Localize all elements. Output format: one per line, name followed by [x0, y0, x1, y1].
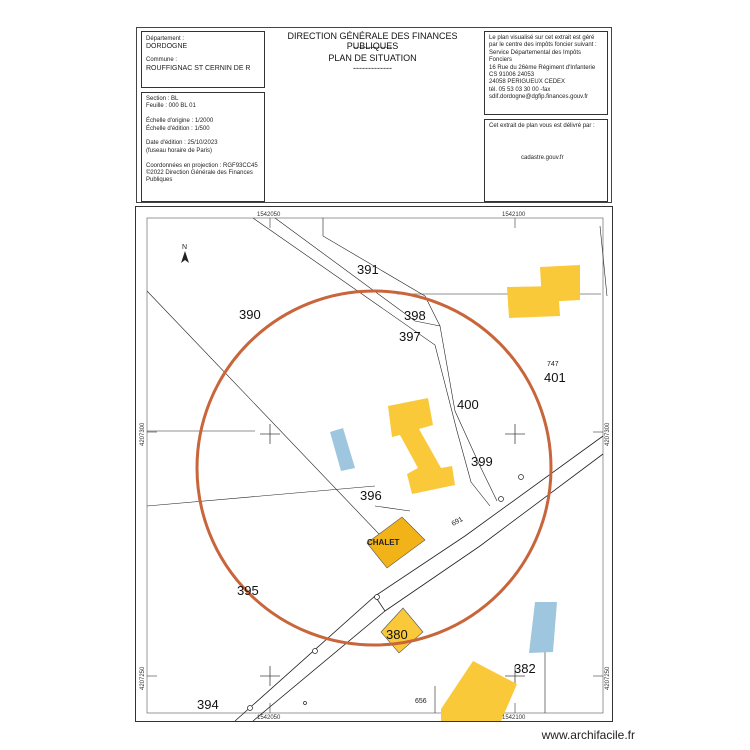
info-line: Publiques: [146, 177, 173, 184]
small-parcel-label: 747: [547, 361, 559, 368]
building-south: [380, 607, 424, 654]
parcel-boundaries: [146, 217, 608, 713]
parcel-label: 395: [237, 583, 259, 598]
north-label: N: [182, 244, 187, 251]
service-line: Service Départemental des Impôts: [489, 49, 582, 56]
service-line: par le centre des impôts foncier suivant…: [489, 42, 597, 49]
parcel-label: 397: [399, 329, 421, 344]
map-inner-frame: [146, 217, 604, 714]
building-se: [441, 661, 517, 721]
building-ne-2: [507, 286, 560, 318]
parcel-label: 401: [544, 370, 566, 385]
commune-value: ROUFFIGNAC ST CERNIN DE R: [146, 65, 251, 72]
parcel-label: 391: [357, 262, 379, 277]
parcel-label: 400: [457, 397, 479, 412]
parcel-label: 382: [514, 661, 536, 676]
parcel-label: 396: [360, 488, 382, 503]
info-line: Feuille : 000 BL 01: [146, 103, 196, 110]
info-line: (fuseau horaire de Paris): [146, 147, 213, 154]
info-line: Coordonnées en projection : RGF93CC45: [146, 162, 258, 169]
title-dashes-1: -------------: [353, 42, 392, 52]
coord-bottom-left: 1542050: [257, 715, 281, 721]
title-dashes-2: -------------: [353, 63, 392, 73]
small-parcel-label: 656: [415, 698, 427, 705]
service-box: Le plan visualisé sur cet extrait est gé…: [484, 31, 608, 115]
coord-top-right: 1542100: [502, 212, 526, 218]
chalet-label: CHALET: [367, 538, 400, 547]
service-line: 24058 PERIGUEUX CEDEX: [489, 79, 566, 86]
coordinate-labels: 1542050 1542100 1542050 1542100 4207300 …: [140, 212, 611, 721]
delivered-label: Cet extrait de plan vous est délivré par…: [489, 123, 595, 129]
coord-bottom-right: 1542100: [502, 715, 526, 721]
coord-right-mid: 4207300: [605, 422, 611, 446]
info-line: Section : BL: [146, 96, 179, 102]
grid-crosses: [260, 424, 525, 686]
info-line: Date d'édition : 25/10/2023: [146, 140, 218, 147]
delivered-box: Cet extrait de plan vous est délivré par…: [484, 119, 608, 202]
building-main: [388, 398, 455, 494]
water-1: [330, 428, 355, 471]
info-line: Échelle d'origine : 1/2000: [146, 118, 214, 125]
service-line: Le plan visualisé sur cet extrait est gé…: [489, 35, 595, 41]
coord-left-bottom: 4207250: [140, 666, 146, 690]
service-line: tél. 05 53 03 30 00 -fax: [489, 86, 551, 93]
parcel-label: 380: [386, 627, 408, 642]
title-main: DIRECTION GÉNÉRALE DES FINANCES PUBLIQUE…: [287, 31, 458, 51]
watermark: www.archifacile.fr: [541, 728, 635, 742]
water-2: [529, 602, 557, 653]
parcel-label: 390: [239, 307, 261, 322]
service-line: CS 91006 24053: [489, 72, 535, 78]
grid-ticks: [147, 218, 603, 713]
parcel-labels: 391 390 398 397 401 400 399 396 395 380 382 394: [197, 262, 566, 712]
service-line: sdif.dordogne@dgfip.finances.gouv.fr: [489, 94, 589, 101]
info-line: ©2022 Direction Générale des Finances: [146, 170, 253, 176]
boundary-markers: [247, 474, 524, 711]
info-line: Échelle d'édition : 1/500: [146, 125, 210, 132]
parcel-label: 394: [197, 697, 219, 712]
parcel-label: 398: [404, 308, 426, 323]
coord-top-left: 1542050: [257, 212, 281, 218]
small-parcel-labels: 747 691 656: [415, 361, 559, 705]
parcel-label: 399: [471, 454, 493, 469]
delivered-value: cadastre.gouv.fr: [521, 155, 564, 161]
cadastral-map: N 1542050 1542100 1542050 1542100 420730…: [135, 206, 613, 722]
dept-label: Département :: [146, 36, 185, 42]
building-chalet: [366, 516, 426, 569]
coord-left-mid: 4207300: [140, 422, 146, 446]
service-line: Fonciers: [489, 57, 513, 64]
department-box: Département : DORDOGNE Commune : ROUFFIG…: [141, 31, 265, 88]
title-sub: PLAN DE SITUATION: [328, 53, 417, 63]
service-line: 16 Rue du 26ème Régiment d'Infanterie: [489, 64, 596, 71]
commune-label: Commune :: [146, 57, 178, 63]
north-arrow: N: [181, 244, 189, 263]
dept-value: DORDOGNE: [146, 43, 188, 50]
radius-circle: [195, 289, 553, 647]
north-arrow-icon: [181, 251, 189, 263]
title-block: DIRECTION GÉNÉRALE DES FINANCES PUBLIQUE…: [265, 31, 480, 81]
coord-right-bottom: 4207250: [605, 666, 611, 690]
small-parcel-label: 691: [451, 516, 465, 528]
buildings: [330, 265, 580, 721]
